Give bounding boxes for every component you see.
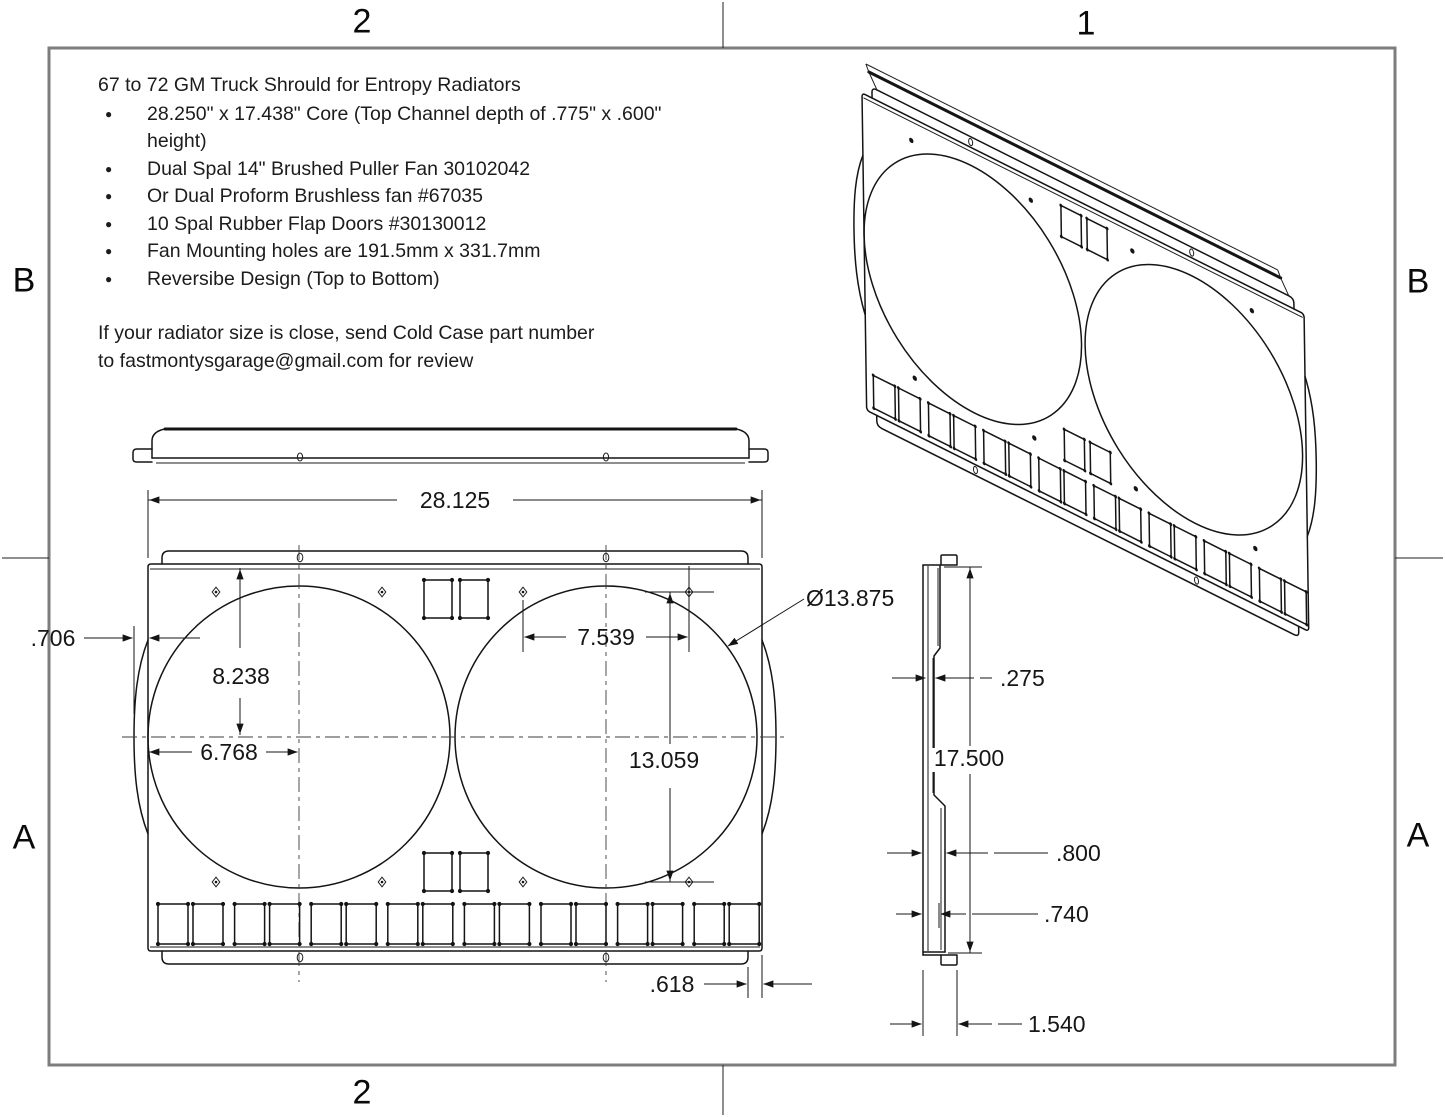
dim-text-channel-depth: .275 [1000, 665, 1045, 691]
iso-bottom-flap-door-row [871, 373, 1309, 627]
right-side-bulge [761, 639, 777, 835]
zone-label-left-a: A [12, 818, 36, 857]
dim-text-total-depth: 1.540 [1028, 1011, 1086, 1037]
dim-hole-spacing-h: 7.539 [522, 566, 690, 652]
notes-footer-line2: to fastmontysgarage@gmail.com for review [98, 349, 474, 372]
sheet-frame [47, 46, 1397, 1067]
note-bullet-flap-doors: 10 Spal Rubber Flap Doors #30130012 [98, 211, 726, 239]
side-view [922, 554, 958, 966]
dim-front-width: 28.125 [147, 487, 763, 558]
note-bullet-mounting: Fan Mounting holes are 191.5mm x 331.7mm [98, 238, 726, 266]
note-bullet-spal-fan: Dual Spal 14" Brushed Puller Fan 3010204… [98, 156, 726, 184]
dim-fan-diameter: Ø13.875 [727, 585, 894, 647]
center-flap-doors [421, 577, 491, 894]
zone-label-bottom-2: 2 [352, 1073, 372, 1112]
dim-center-offset: 6.768 [149, 739, 298, 765]
zone-label-right-a: A [1406, 816, 1430, 855]
note-bullet-proform: Or Dual Proform Brushless fan #67035 [98, 183, 726, 211]
dim-text-hole-spacing-h: 7.539 [577, 624, 635, 650]
notes-bullet-list: 28.250" x 17.438" Core (Top Channel dept… [98, 101, 726, 294]
iso-fan-mounting-holes [909, 137, 1258, 552]
dim-text-center-offset: 6.768 [200, 739, 258, 765]
iso-top-channel-edge [869, 72, 1281, 278]
front-bottom-flange [161, 950, 749, 965]
dim-text-hole-spacing-v: 13.059 [629, 747, 699, 773]
dim-text-bottom-step: .740 [1044, 901, 1089, 927]
zone-label-right-b: B [1406, 262, 1430, 301]
notes-title: 67 to 72 GM Truck Shrould for Entropy Ra… [98, 74, 521, 96]
centerlines [122, 545, 788, 982]
dim-text-side-height: 17.500 [934, 745, 1004, 771]
zone-label-top-1: 1 [1076, 4, 1096, 43]
iso-view [851, 57, 1318, 647]
dim-bottom-step: .740 [896, 901, 1089, 928]
dim-total-depth: 1.540 [890, 970, 1086, 1037]
notes-footer-line1: If your radiator size is close, send Col… [98, 322, 595, 344]
front-body-outline [147, 563, 763, 952]
dim-center-height: 8.238 [212, 568, 270, 735]
front-view [122, 545, 788, 982]
notes-block: 67 to 72 GM Truck Shrould for Entropy Ra… [98, 72, 726, 375]
dim-lower-depth: .800 [887, 840, 1101, 866]
notes-footer: If your radiator size is close, send Col… [98, 320, 726, 375]
dim-side-height: 17.500 [929, 566, 1011, 954]
dim-bottom-offset: .618 [650, 955, 812, 998]
dim-text-bottom-offset: .618 [650, 971, 695, 997]
top-view [132, 427, 769, 464]
iso-center-flap-doors [1059, 203, 1113, 486]
fan-mounting-holes [211, 586, 694, 888]
dim-text-fan-diameter: Ø13.875 [806, 585, 894, 611]
bottom-flap-door-row [155, 901, 762, 947]
dim-text-lower-depth: .800 [1056, 840, 1101, 866]
dim-text-front-width: 28.125 [420, 487, 490, 513]
dim-text-left-offset: .706 [31, 625, 76, 651]
front-top-flange [161, 550, 749, 565]
dim-hole-spacing-v: 13.059 [626, 591, 714, 883]
dim-text-center-height: 8.238 [212, 663, 270, 689]
zone-label-left-b: B [12, 261, 36, 300]
dim-left-offset: .706 [31, 625, 200, 714]
note-bullet-core: 28.250" x 17.438" Core (Top Channel dept… [98, 101, 726, 156]
note-bullet-reversible: Reversibe Design (Top to Bottom) [98, 266, 726, 294]
dim-channel-depth: .275 [892, 665, 1045, 691]
zone-label-top-2: 2 [352, 2, 372, 41]
